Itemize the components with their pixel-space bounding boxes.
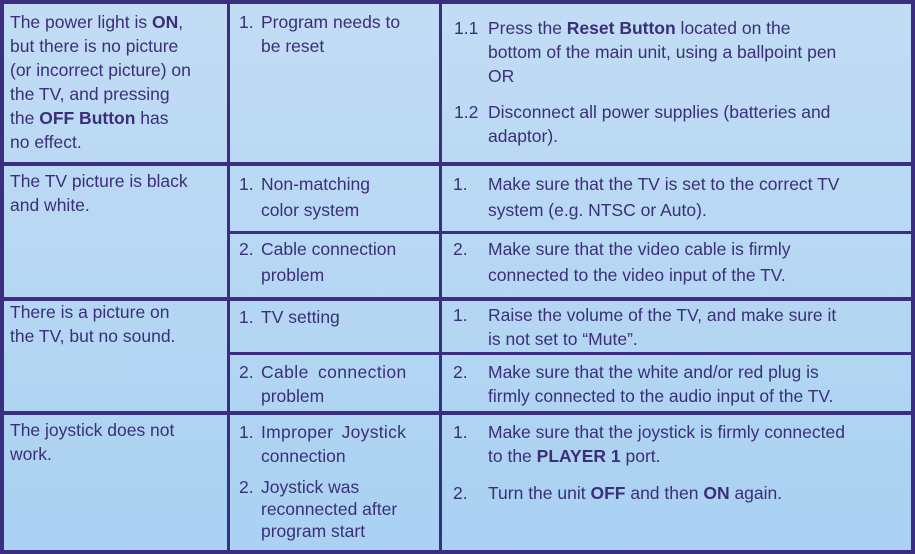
border-right	[911, 0, 915, 554]
column-divider-1	[227, 0, 230, 554]
problem-cell-3: There is a picture on the TV, but no sou…	[10, 302, 176, 346]
row-divider-2	[0, 297, 915, 301]
solution-cell-1-2: 1.2 Disconnect all power supplies (batte…	[454, 102, 831, 146]
cause-cell-4-1: 1. Improper Joystick connection	[239, 422, 407, 466]
cause-cell-3-2: 2. Cable connection problem	[239, 362, 407, 406]
cause-cell-2-1: 1. Non-matching color system	[239, 174, 370, 220]
solution-cell-2-1: 1. Make sure that the TV is set to the c…	[453, 174, 840, 220]
solution-cell-3-1: 1. Raise the volume of the TV, and make …	[453, 305, 837, 349]
border-bottom	[0, 550, 915, 554]
problem-cell-1: The power light is ON, but there is no p…	[10, 12, 191, 152]
column-divider-2	[439, 0, 442, 554]
subrow-divider-2	[227, 231, 915, 234]
subrow-divider-3	[227, 352, 915, 355]
solution-cell-2-2: 2. Make sure that the video cable is fir…	[453, 239, 791, 285]
cause-cell-3-1: 1. TV setting	[239, 307, 340, 327]
row-divider-3	[0, 411, 915, 415]
cause-cell-1-1: 1. Program needs to be reset	[239, 12, 401, 56]
solution-cell-4-2: 2. Turn the unit OFF and then ON again.	[453, 483, 783, 503]
border-left	[0, 0, 4, 554]
solution-cell-3-2: 2. Make sure that the white and/or red p…	[453, 362, 834, 406]
border-top	[0, 0, 915, 4]
row-divider-1	[0, 162, 915, 166]
problem-cell-4: The joystick does not work.	[10, 420, 175, 464]
solution-cell-1-1: 1.1 Press the Reset Button located on th…	[454, 18, 837, 86]
cause-cell-4-2: 2. Joystick was reconnected after progra…	[239, 477, 398, 541]
cause-cell-2-2: 2. Cable connection problem	[239, 239, 397, 285]
solution-cell-4-1: 1. Make sure that the joystick is firmly…	[453, 422, 845, 466]
problem-cell-2: The TV picture is black and white.	[10, 171, 188, 215]
